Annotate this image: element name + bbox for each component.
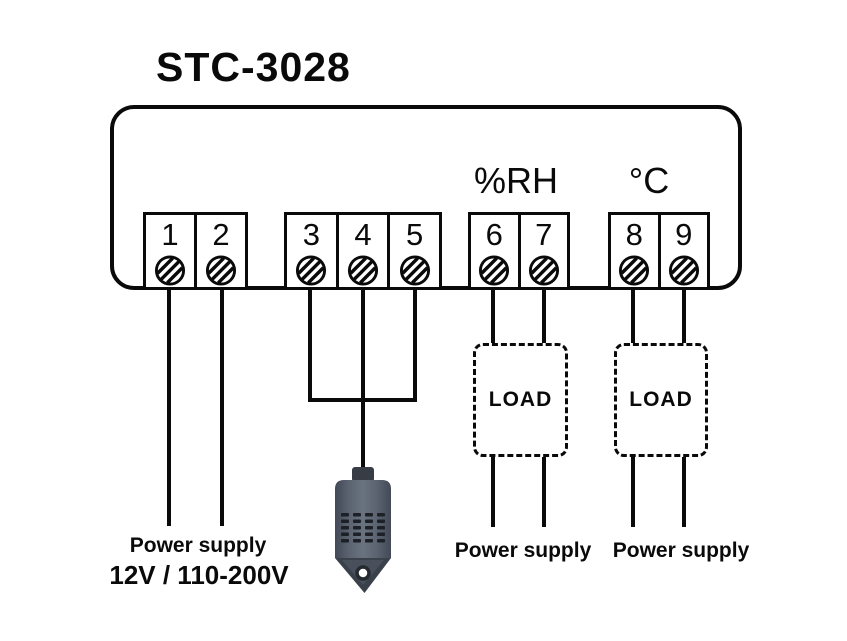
terminal-cell-7: 7 [517, 215, 568, 287]
sensor-mounting-hole [355, 565, 371, 581]
wire-terminal-9 [682, 288, 686, 345]
wire-terminal-7 [542, 288, 546, 345]
terminal-block-humidity: 6 7 [468, 212, 570, 290]
humidity-sensor-probe [335, 467, 391, 593]
screw-terminal-icon [479, 255, 510, 286]
terminal-number: 1 [161, 217, 179, 252]
terminal-number: 4 [354, 217, 372, 252]
load-box-temperature: LOAD [614, 343, 708, 457]
terminal-number: 9 [675, 217, 693, 252]
terminal-cell-9: 9 [657, 215, 708, 287]
terminal-number: 8 [625, 217, 643, 252]
sensor-vent-slots [341, 513, 385, 543]
terminal-cell-8: 8 [611, 215, 658, 287]
power-supply-voltage-caption: 12V / 110-200V [109, 560, 289, 590]
screw-terminal-icon [154, 255, 186, 286]
wire-terminal-4-sensor-cable [361, 288, 365, 470]
wire-terminal-1 [167, 288, 171, 526]
load-box-humidity: LOAD [473, 343, 568, 457]
terminal-number: 2 [212, 217, 230, 252]
screw-terminal-icon [296, 255, 327, 286]
terminal-cell-4: 4 [335, 215, 388, 287]
sensor-cable-nub [352, 467, 374, 482]
screw-terminal-icon [399, 255, 430, 286]
wire-temperature-load-out-2 [682, 456, 686, 527]
terminal-block-sensor: 3 4 5 [284, 212, 442, 290]
terminal-number: 6 [485, 217, 503, 252]
load-label: LOAD [629, 388, 693, 411]
wire-terminal-6 [491, 288, 495, 345]
wire-humidity-load-out-2 [542, 456, 546, 527]
wire-terminal-2 [220, 288, 224, 526]
terminal-block-power: 1 2 [143, 212, 248, 290]
temperature-unit-label: °C [628, 160, 670, 201]
wire-terminal-5 [413, 288, 417, 402]
terminal-cell-5: 5 [387, 215, 439, 287]
wire-temperature-load-out-1 [631, 456, 635, 527]
terminal-number: 7 [535, 217, 553, 252]
terminal-block-temperature: 8 9 [608, 212, 710, 290]
terminal-cell-3: 3 [287, 215, 336, 287]
terminal-cell-1: 1 [146, 215, 194, 287]
terminal-cell-2: 2 [194, 215, 245, 287]
power-supply-main-caption: Power supply [129, 534, 267, 557]
terminal-cell-6: 6 [471, 215, 518, 287]
diagram-title: STC-3028 [156, 44, 351, 90]
wire-junction-bar [308, 398, 417, 402]
screw-terminal-icon [528, 255, 559, 286]
humidity-unit-label: %RH [473, 160, 558, 201]
screw-terminal-icon [205, 255, 237, 286]
power-supply-temperature-caption: Power supply [612, 539, 750, 562]
sensor-body [335, 480, 391, 558]
screw-terminal-icon [668, 255, 699, 286]
wire-humidity-load-out-1 [491, 456, 495, 527]
screw-terminal-icon [619, 255, 650, 286]
wire-terminal-3 [308, 288, 312, 402]
load-label: LOAD [488, 388, 553, 411]
power-supply-humidity-caption: Power supply [454, 539, 592, 562]
terminal-number: 3 [302, 217, 320, 252]
wire-terminal-8 [631, 288, 635, 345]
screw-terminal-icon [347, 255, 379, 286]
terminal-number: 5 [406, 217, 424, 252]
